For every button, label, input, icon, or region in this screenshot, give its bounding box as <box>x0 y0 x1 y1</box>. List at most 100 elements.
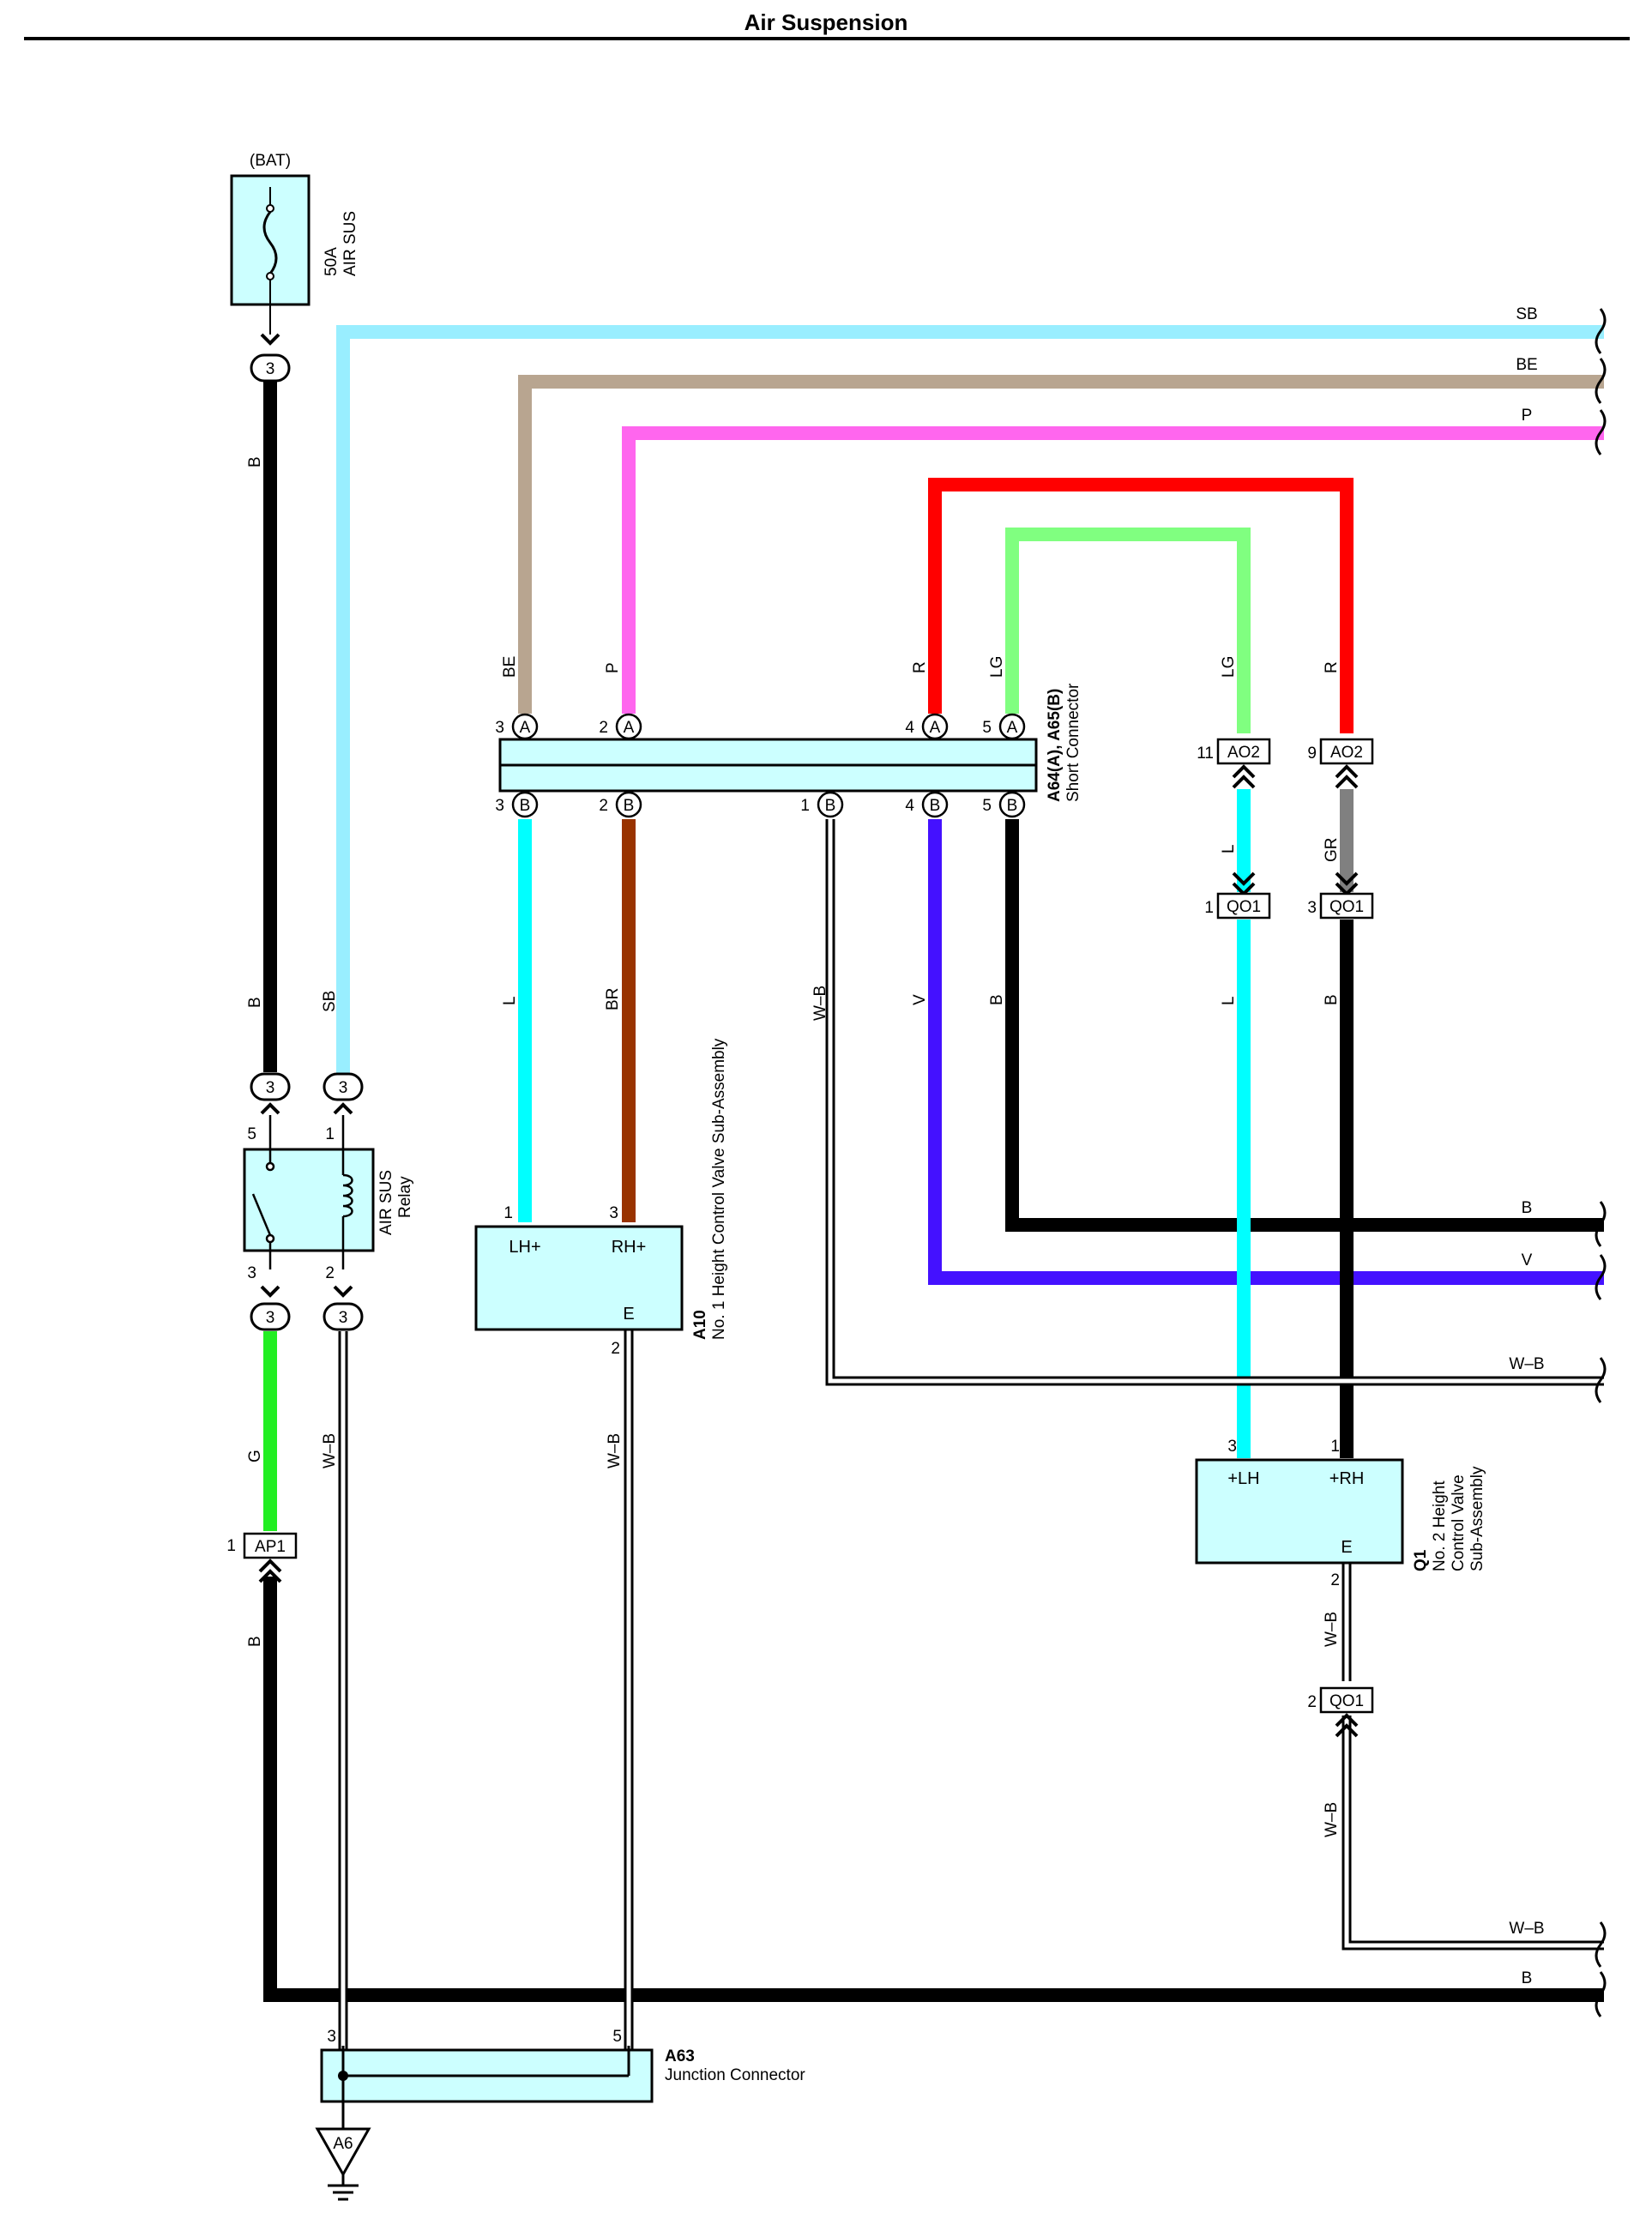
ground-icon <box>315 2127 371 2201</box>
pin-number: 3 <box>339 1079 348 1097</box>
short-connector-id: A64(A), A65(B) <box>1046 689 1064 802</box>
a10-name: No. 1 Height Control Valve Sub-Assembly <box>710 1038 728 1340</box>
svg-text:B: B <box>930 797 941 815</box>
wire-label-p: P <box>604 662 622 673</box>
connector-tag-ap1 <box>243 1532 298 1559</box>
a63-internal-bus <box>338 2046 630 2129</box>
chevron-down-icon <box>1232 871 1359 896</box>
connector-tag-ao2-left <box>1216 738 1271 765</box>
svg-text:4: 4 <box>905 719 914 737</box>
wire-label-l: L <box>501 996 519 1005</box>
connector-oval <box>323 1302 364 1331</box>
wire-lg <box>1005 528 1251 733</box>
svg-text:B: B <box>520 797 531 815</box>
chevron-up-icon <box>1232 764 1359 789</box>
svg-text:A: A <box>930 719 941 737</box>
connector-oval <box>250 1302 291 1331</box>
pin-number: 3 <box>266 1079 275 1097</box>
wire-label-r: R <box>1323 661 1341 673</box>
qo1-pin-1: 1 <box>1204 899 1214 917</box>
relay-coil-icon <box>251 1115 353 1269</box>
connector-oval <box>323 1072 364 1101</box>
wire-label-l: L <box>1220 844 1238 853</box>
fuse-name: AIR SUS <box>341 211 359 276</box>
wire-label-l: L <box>1220 996 1238 1005</box>
wire-b-sc5 <box>1005 819 1604 1232</box>
sc-pin-b3: B 3 <box>495 791 539 818</box>
wire-label-gr: GR <box>1323 838 1341 863</box>
sc-pin-a3: A 3 <box>495 713 539 740</box>
ao2-pin-9: 9 <box>1307 745 1317 763</box>
relay-pin-3: 3 <box>247 1264 256 1282</box>
edge-label-sb: SB <box>1516 305 1537 323</box>
connector-tag-qo1-right <box>1319 892 1374 920</box>
wire-label-lg: LG <box>988 656 1006 678</box>
wire-p <box>622 426 1604 714</box>
wire-v <box>928 819 1604 1285</box>
q1-name-line3: Sub-Assembly <box>1468 1466 1486 1571</box>
connector-tag-qo1-left <box>1216 892 1271 920</box>
qo1-pin-2: 2 <box>1307 1693 1317 1711</box>
ap1-pin: 1 <box>226 1537 236 1555</box>
edge-label-wb: W–B <box>1509 1920 1544 1938</box>
svg-text:5: 5 <box>982 719 992 737</box>
connector-oval <box>250 1072 291 1101</box>
edge-label-p: P <box>1522 407 1533 425</box>
svg-text:A: A <box>1007 719 1018 737</box>
wire-label-wb: W–B <box>321 1433 339 1468</box>
wire-label-sb: SB <box>321 991 339 1012</box>
wire-label-wb: W–B <box>1323 1802 1341 1837</box>
wire-wb-sc1 <box>825 819 1604 1386</box>
ground-id: A6 <box>333 2135 353 2153</box>
wire-sb <box>336 325 1604 1082</box>
a63-id: A63 <box>665 2047 695 2065</box>
wire-label-b: B <box>246 456 264 467</box>
q1-terminal-lh: +LH <box>1227 1469 1259 1488</box>
edge-label-be: BE <box>1516 356 1537 374</box>
wire-label-r: R <box>911 661 929 673</box>
q1-name-line2: Control Valve <box>1450 1474 1468 1571</box>
ao2-pin-11: 11 <box>1197 745 1214 763</box>
wire-label-lg: LG <box>1220 656 1238 678</box>
sc-pin-b1: B 1 <box>800 791 844 818</box>
a10-pin-2: 2 <box>611 1340 620 1358</box>
edge-label-wb: W–B <box>1509 1355 1544 1373</box>
wire-be <box>518 375 1604 714</box>
wire-label-b: B <box>988 994 1006 1005</box>
pin-number: 3 <box>266 1309 275 1327</box>
short-connector-name: Short Connector <box>1064 683 1082 802</box>
relay-name: AIR SUS <box>377 1170 395 1235</box>
page-title: Air Suspension <box>745 9 908 35</box>
edge-label-b: B <box>1522 1199 1533 1217</box>
svg-text:4: 4 <box>905 797 914 815</box>
connector-tag-label: AO2 <box>1227 744 1260 762</box>
svg-text:1: 1 <box>800 797 810 815</box>
connector-tag-label: QO1 <box>1329 898 1364 916</box>
q1-pin-2: 2 <box>1330 1571 1340 1589</box>
connector-tag-label: QO1 <box>1329 1692 1364 1710</box>
wire-r <box>928 478 1354 733</box>
wire-label-b: B <box>246 1636 264 1647</box>
svg-text:3: 3 <box>495 719 504 737</box>
fuse-source-label: (BAT) <box>250 152 291 170</box>
wire-label-br: BR <box>604 988 622 1010</box>
q1-pin-1: 1 <box>1330 1438 1340 1456</box>
sc-pin-a4: A 4 <box>905 713 949 740</box>
svg-text:A: A <box>624 719 635 737</box>
relay-box <box>243 1148 375 1252</box>
connector-tag-ao2-right <box>1319 738 1374 765</box>
a63-name: Junction Connector <box>665 2066 805 2084</box>
edge-label-b: B <box>1522 1969 1533 1987</box>
wire-label-v: V <box>911 994 929 1005</box>
q1-name-line1: No. 2 Height <box>1431 1480 1449 1571</box>
connector-oval <box>250 353 291 383</box>
pin-number: 3 <box>339 1309 348 1327</box>
fuse-rating: 50A <box>323 247 341 276</box>
sc-pin-b5: B 5 <box>982 791 1026 818</box>
a10-pin-3: 3 <box>609 1204 618 1222</box>
sc-pin-b4: B 4 <box>905 791 949 818</box>
wire-wb-qo1-right <box>1341 1716 1604 1951</box>
a10-id: A10 <box>691 1310 709 1340</box>
relay-pin-1: 1 <box>325 1125 335 1143</box>
